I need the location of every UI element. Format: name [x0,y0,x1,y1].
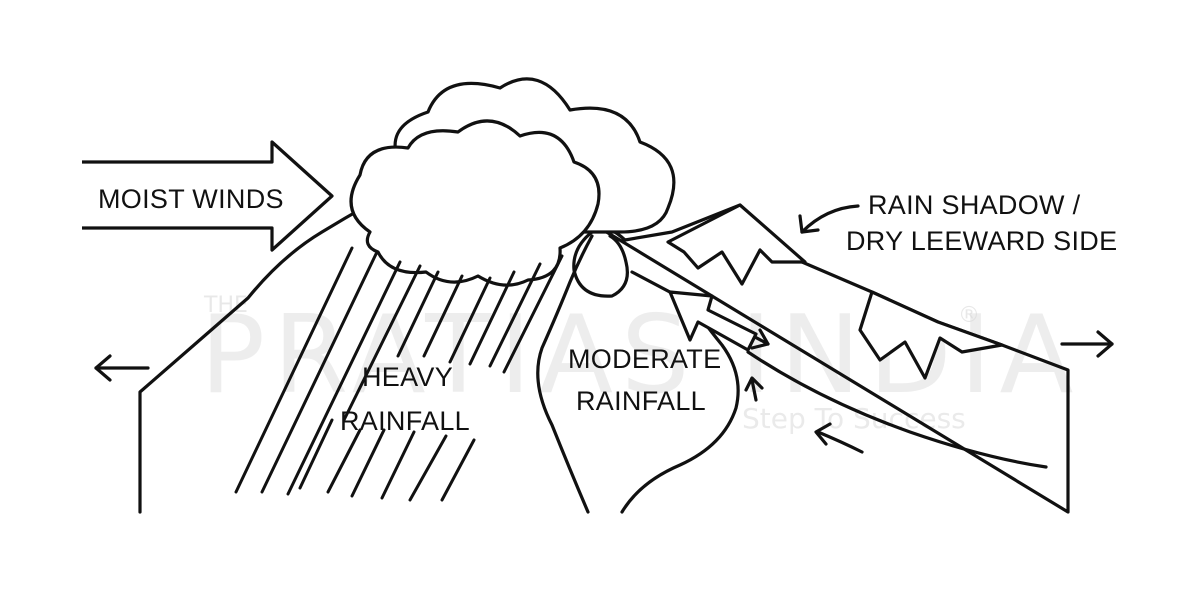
rain-streak [298,418,334,490]
rain-streaks [234,246,564,502]
hollow-upslope-arrow [668,290,758,352]
rain-streak [440,438,476,502]
rain-streak [408,434,448,502]
moderate-rainfall-label-line2: RAINFALL [576,386,706,416]
snow-peak-right [858,290,1004,380]
snow-peaks [666,203,1004,380]
valley-slope [746,350,1048,469]
cloud-front [349,119,601,287]
rain-streak [396,270,440,358]
rain-shadow-pointer-arrow [798,204,860,234]
rain-streak [234,246,354,494]
watermark-tagline: Step To Success [742,402,966,435]
rain-streak [342,264,422,422]
moist-winds-label: MOIST WINDS [98,184,284,214]
rain-streak [468,270,516,366]
rain-streak [350,428,386,498]
rain-streak [260,252,378,494]
heavy-rainfall-label-line1: HEAVY [362,362,453,392]
outflow-arrow-left [94,354,150,382]
rain-streak [448,276,492,364]
heavy-rainfall-label-line2: RAINFALL [340,406,470,436]
rising-air-arrow [744,376,764,402]
rain-shadow-label-line2: DRY LEEWARD SIDE [846,226,1117,256]
foothill-curve [572,230,629,298]
rain-streak [502,254,564,374]
snow-peak-left [666,203,807,286]
rain-shadow-label-line1: RAIN SHADOW / [868,190,1081,220]
moderate-rainfall-label-line1: MODERATE [568,344,721,374]
rain-streak [286,260,402,496]
outflow-arrow-right [1060,330,1114,358]
watermark-registered-mark: ® [958,303,980,328]
rain-streak [380,430,416,500]
rising-air-arrow [814,422,864,454]
rain-streak [488,262,542,368]
moist-winds-arrow-outline [82,140,334,252]
rain-streak [422,274,464,358]
rain-streak [326,428,362,494]
cloud-group [349,77,676,287]
